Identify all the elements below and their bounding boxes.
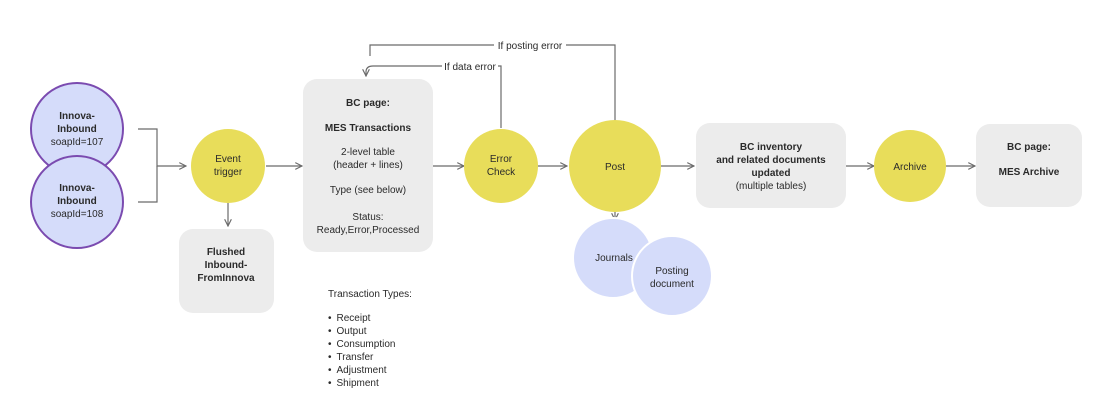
svg-text:updated: updated — [752, 168, 791, 179]
posting-error-label: If posting error — [498, 41, 563, 52]
event-trigger-node: Event trigger — [191, 129, 265, 203]
svg-text:Innova-: Innova- — [59, 183, 95, 194]
post-node: Post — [569, 120, 661, 212]
error-check-node: Error Check — [464, 129, 538, 203]
posting-document-node: Posting document — [631, 235, 713, 317]
svg-text:Inbound: Inbound — [57, 196, 96, 207]
svg-text:MES Transactions: MES Transactions — [325, 123, 412, 134]
connector-data-error-loop — [366, 65, 502, 128]
flushed-inbound-node: Flushed Inbound- FromInnova — [179, 229, 274, 313]
transaction-type-item: Transfer — [328, 351, 412, 364]
connector-source-107 — [138, 128, 186, 166]
svg-text:BC page:: BC page: — [1007, 142, 1051, 153]
archive-node: Archive — [874, 130, 946, 202]
svg-text:(header + lines): (header + lines) — [333, 160, 403, 171]
svg-text:soapId=108: soapId=108 — [51, 209, 104, 220]
mes-archive-node: BC page: MES Archive — [976, 124, 1082, 207]
transaction-type-item: Receipt — [328, 312, 412, 325]
connector-source-108 — [138, 166, 158, 203]
svg-text:BC inventory: BC inventory — [740, 142, 803, 153]
transaction-type-item: Output — [328, 325, 412, 338]
svg-text:Event: Event — [215, 154, 241, 165]
data-error-label: If data error — [444, 62, 496, 73]
svg-text:and related documents: and related documents — [716, 155, 826, 166]
svg-text:2-level table: 2-level table — [341, 147, 395, 158]
svg-text:Error: Error — [490, 154, 513, 165]
connectors — [138, 44, 975, 226]
svg-text:Flushed: Flushed — [207, 247, 245, 258]
svg-text:Innova-: Innova- — [59, 111, 95, 122]
transaction-types-title: Transaction Types: — [328, 289, 412, 300]
svg-text:Inbound: Inbound — [57, 124, 96, 135]
transaction-type-item: Adjustment — [328, 364, 412, 377]
svg-text:trigger: trigger — [214, 167, 243, 178]
svg-text:Journals: Journals — [595, 253, 633, 264]
transaction-types-list: Transaction Types: Receipt Output Consum… — [328, 288, 412, 390]
svg-text:Check: Check — [487, 167, 516, 178]
svg-text:soapId=107: soapId=107 — [51, 137, 104, 148]
svg-text:Ready,Error,Processed: Ready,Error,Processed — [317, 225, 420, 236]
svg-text:Archive: Archive — [893, 162, 927, 173]
svg-text:document: document — [650, 279, 694, 290]
bc-inventory-node: BC inventory and related documents updat… — [696, 123, 846, 208]
svg-text:Inbound-: Inbound- — [205, 260, 248, 271]
connector-posting-error-loop — [369, 44, 616, 127]
svg-text:MES Archive: MES Archive — [999, 167, 1060, 178]
transaction-type-item: Consumption — [328, 338, 412, 351]
svg-text:Type (see below): Type (see below) — [330, 185, 406, 196]
svg-text:(multiple tables): (multiple tables) — [736, 181, 807, 192]
svg-text:Posting: Posting — [655, 266, 688, 277]
mes-transactions-node: BC page: MES Transactions 2-level table … — [303, 79, 433, 252]
transaction-type-item: Shipment — [328, 377, 412, 390]
svg-text:Post: Post — [605, 162, 625, 173]
source-innova-inbound-108: Innova- Inbound soapId=108 — [30, 155, 124, 249]
svg-text:FromInnova: FromInnova — [197, 273, 255, 284]
svg-text:BC page:: BC page: — [346, 98, 390, 109]
svg-text:Status:: Status: — [352, 212, 383, 223]
